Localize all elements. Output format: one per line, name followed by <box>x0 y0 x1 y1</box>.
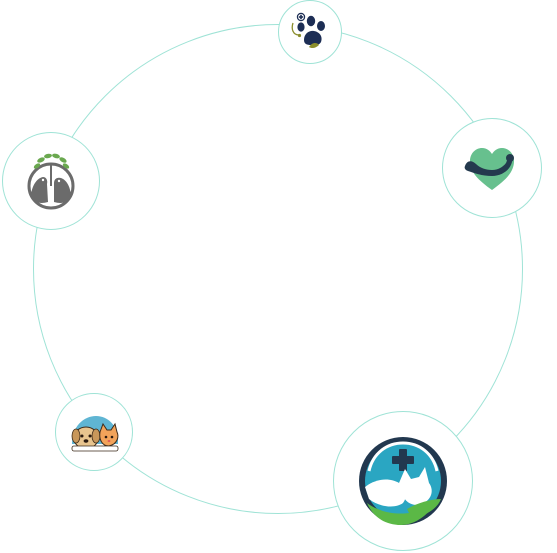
logo-badge-vet-clinic[interactable] <box>333 411 473 551</box>
dog-cat-logo-icon <box>71 416 119 452</box>
logo-badge-tree-pets[interactable] <box>2 132 100 230</box>
logo-badge-dog-cat[interactable] <box>55 393 133 471</box>
vet-clinic-logo-icon <box>359 437 447 525</box>
heart-hug-logo-icon <box>464 148 514 190</box>
tree-pets-logo-icon <box>27 153 75 210</box>
paw-medical-logo-icon <box>291 12 325 49</box>
logo-badge-paw-medical[interactable] <box>278 0 342 64</box>
logo-badge-heart-hug[interactable] <box>442 118 542 218</box>
